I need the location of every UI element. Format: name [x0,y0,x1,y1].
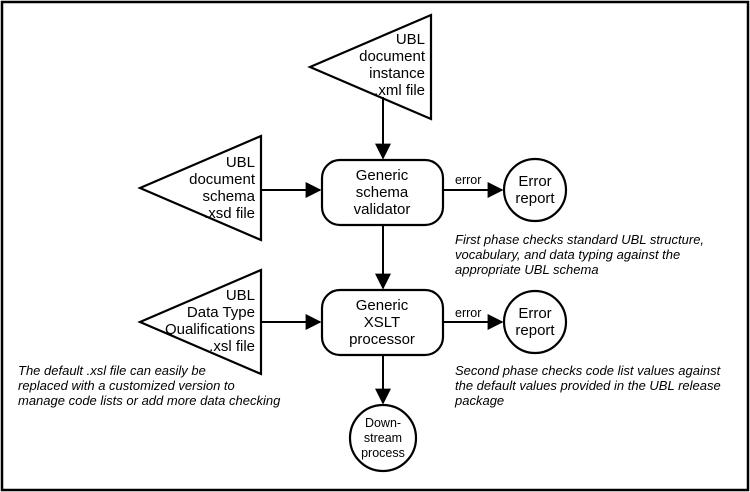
error-report-label-2: Error report [515,305,555,339]
phase2-note: Second phase checks code list values aga… [454,363,722,408]
schema-validator-label: Generic schema validator [354,167,411,218]
svg-text:manage code lists or add more: manage code lists or add more data check… [18,393,281,408]
svg-text:process: process [361,446,405,460]
phase1-note: First phase checks standard UBL structur… [455,232,704,277]
svg-text:processor: processor [349,331,415,348]
error-edge-label-2: error [455,306,481,320]
error-report-label-1: Error report [515,173,555,207]
error-report-circle-1 [502,157,568,223]
svg-text:Down-: Down- [365,416,401,430]
svg-text:Error: Error [518,173,551,190]
svg-text:replaced with a customized ver: replaced with a customized version to [18,378,235,393]
svg-text:.xsd file: .xsd file [204,205,255,222]
svg-text:the default values provided in: the default values provided in the UBL r… [455,378,721,393]
svg-text:package: package [454,393,504,408]
svg-text:stream: stream [364,431,402,445]
svg-text:Second phase checks code list: Second phase checks code list values aga… [455,363,722,378]
svg-text:UBL: UBL [396,31,425,48]
svg-text:Qualifications: Qualifications [165,321,255,338]
svg-text:instance: instance [369,65,425,82]
svg-text:.xsl file: .xsl file [209,338,255,355]
svg-text:UBL: UBL [226,287,255,304]
svg-text:document: document [189,171,256,188]
downstream-process-label: Down- stream process [361,416,405,460]
svg-text:Generic: Generic [356,167,409,184]
svg-text:report: report [515,322,555,339]
error-edge-label-1: error [455,173,481,187]
schema-input-label: UBL document schema .xsd file [189,154,256,222]
svg-text:document: document [359,48,426,65]
svg-text:The default .xsl file can easi: The default .xsl file can easily be [18,363,206,378]
svg-text:report: report [515,190,555,207]
xsl-input-label: UBL Data Type Qualifications .xsl file [165,287,255,355]
svg-text:Error: Error [518,305,551,322]
svg-text:Data Type: Data Type [187,304,255,321]
svg-text:XSLT: XSLT [364,314,400,331]
svg-text:vocabulary, and data typing ag: vocabulary, and data typing against the [455,247,680,262]
instance-input-triangle [307,13,433,121]
error-report-circle-2 [502,289,568,355]
svg-text:.xml file: .xml file [374,82,425,99]
schema-input-triangle [137,134,263,242]
svg-text:validator: validator [354,201,411,218]
xsl-customization-note: The default .xsl file can easily be repl… [18,363,281,408]
svg-text:schema: schema [356,184,409,201]
instance-input-label: UBL document instance .xml file [359,31,426,99]
svg-text:schema: schema [202,188,255,205]
svg-text:Generic: Generic [356,297,409,314]
svg-text:appropriate UBL schema: appropriate UBL schema [455,262,599,277]
svg-text:UBL: UBL [226,154,255,171]
svg-text:First phase checks standard UB: First phase checks standard UBL structur… [455,232,704,247]
downstream-process-circle [348,403,418,473]
xslt-processor-label: Generic XSLT processor [349,297,415,348]
